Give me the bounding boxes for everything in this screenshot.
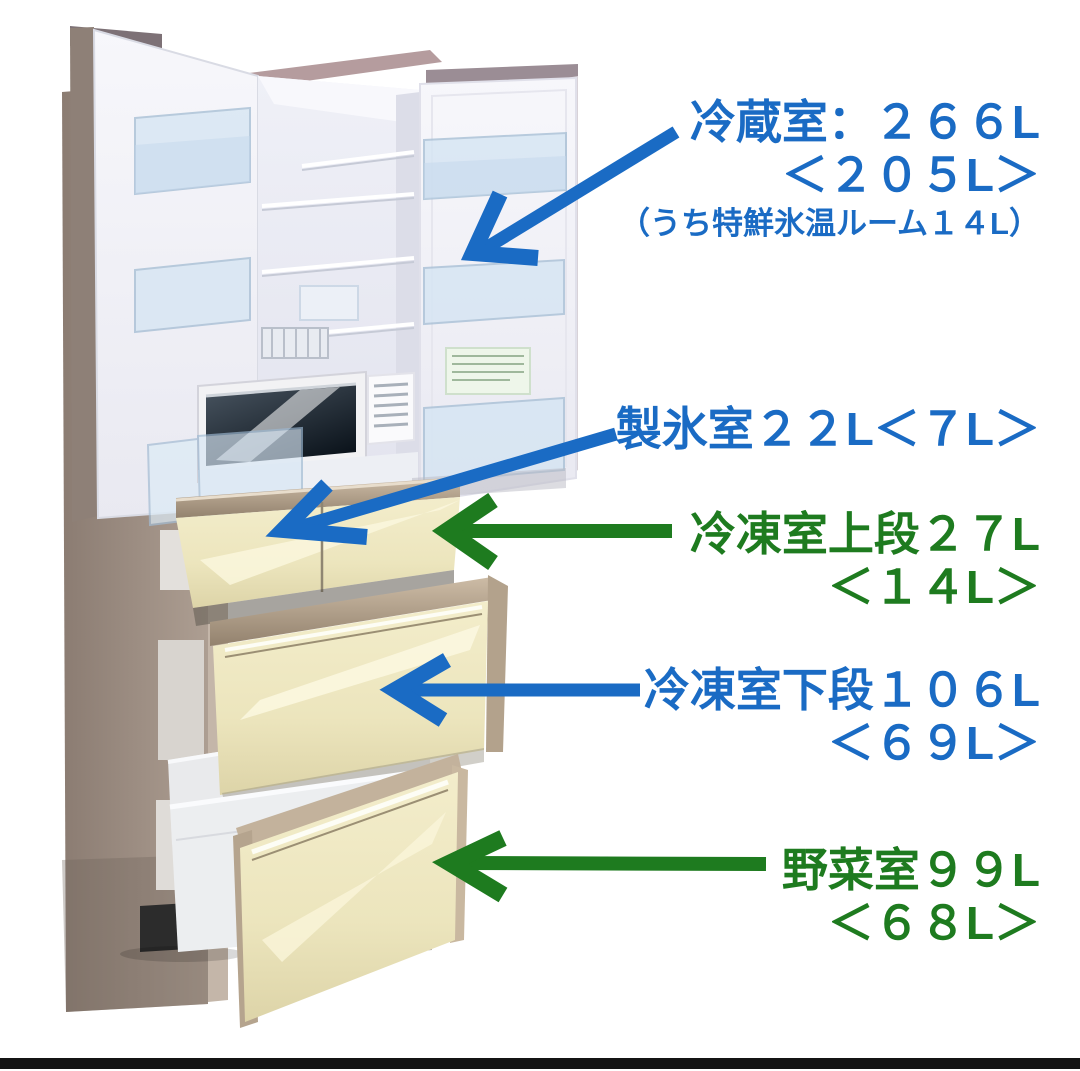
right-door-bin <box>423 258 565 326</box>
annotation-line: ＜１４L＞ <box>827 561 1040 614</box>
annotation-refrigerator-compartment: 冷蔵室：２６６L ＜２０５L＞ （うち特鮮氷温ルーム１４L） <box>619 96 1040 242</box>
arrow-lower-freezer <box>379 653 640 727</box>
annotation-line: 野菜室９９L <box>781 844 1040 896</box>
annotation-line: 冷凍室上段２７L <box>689 508 1040 560</box>
annotation-upper-freezer: 冷凍室上段２７L ＜１４L＞ <box>690 508 1040 615</box>
interior-control-panel <box>367 371 415 446</box>
annotation-line: ＜６９L＞ <box>827 717 1040 770</box>
annotation-line: 冷蔵室：２６６L <box>689 96 1040 148</box>
annotation-line: 製氷室２２L＜７L＞ <box>615 403 1040 455</box>
drawer-top-rail <box>236 754 462 848</box>
annotation-ice-making-room: 製氷室２２L＜７L＞ <box>616 403 1040 456</box>
callout-arrows <box>265 126 767 903</box>
annotation-line: ＜６８L＞ <box>827 897 1040 950</box>
left-door-edge <box>70 27 98 522</box>
drawer-top-rail <box>210 577 492 646</box>
energy-label <box>445 347 531 395</box>
bottom-border-line <box>0 1058 1080 1069</box>
drawer-handle <box>251 779 449 855</box>
annotation-vegetable-room: 野菜室９９L ＜６８L＞ <box>782 844 1040 951</box>
wire-basket <box>261 327 329 359</box>
arrow-ice-making-room <box>265 427 618 545</box>
annotation-lower-freezer: 冷凍室下段１０６L ＜６９L＞ <box>644 664 1040 771</box>
arrow-upper-freezer <box>431 492 672 570</box>
interior-clear-box <box>299 285 359 321</box>
left-door-bin <box>134 256 251 334</box>
annotation-line: ＜２０５L＞ <box>781 149 1040 202</box>
arrow-vegetable-room <box>432 830 767 903</box>
annotation-line: （うち特鮮氷温ルーム１４L） <box>618 205 1040 241</box>
annotation-line: 冷凍室下段１０６L <box>643 664 1040 716</box>
right-door <box>412 64 578 504</box>
arrow-refrigerator-compartment <box>460 126 680 266</box>
